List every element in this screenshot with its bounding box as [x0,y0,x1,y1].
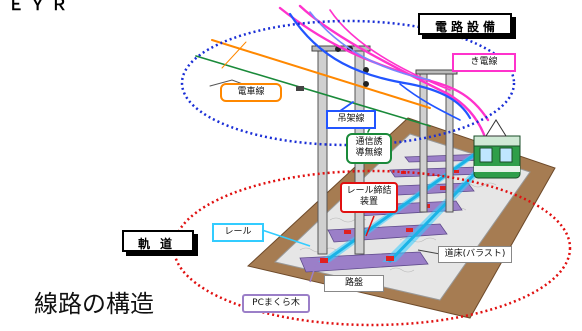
feeder-wire-label: き電線 [452,53,516,73]
trolley-wire-label: 電車線 [220,83,282,103]
ballast-label: 道床(バラスト) [438,246,512,264]
rail-fastening-label: レール締結装置 [340,182,398,213]
electric-equipment-header: 電路設備 [418,13,512,35]
messenger-wire-label: 吊架線 [326,110,376,130]
diagram-title: 線路の構造 [34,290,154,318]
track-ellipse [172,169,572,327]
overhead-wires [195,4,490,142]
electric-equipment-ellipse [180,19,516,147]
pc-sleeper-label: PCまくら木 [242,294,310,314]
rail-label: レール [212,223,264,243]
train [473,119,521,179]
comm-induction-wire-label: 通信誘導無線 [346,133,392,164]
leader-lines [261,215,441,283]
track-header: 軌道 [122,230,194,252]
roadbed-label: 路盤 [324,275,384,293]
header-fragment: Ｅ Ｙ Ｒ [8,0,67,14]
